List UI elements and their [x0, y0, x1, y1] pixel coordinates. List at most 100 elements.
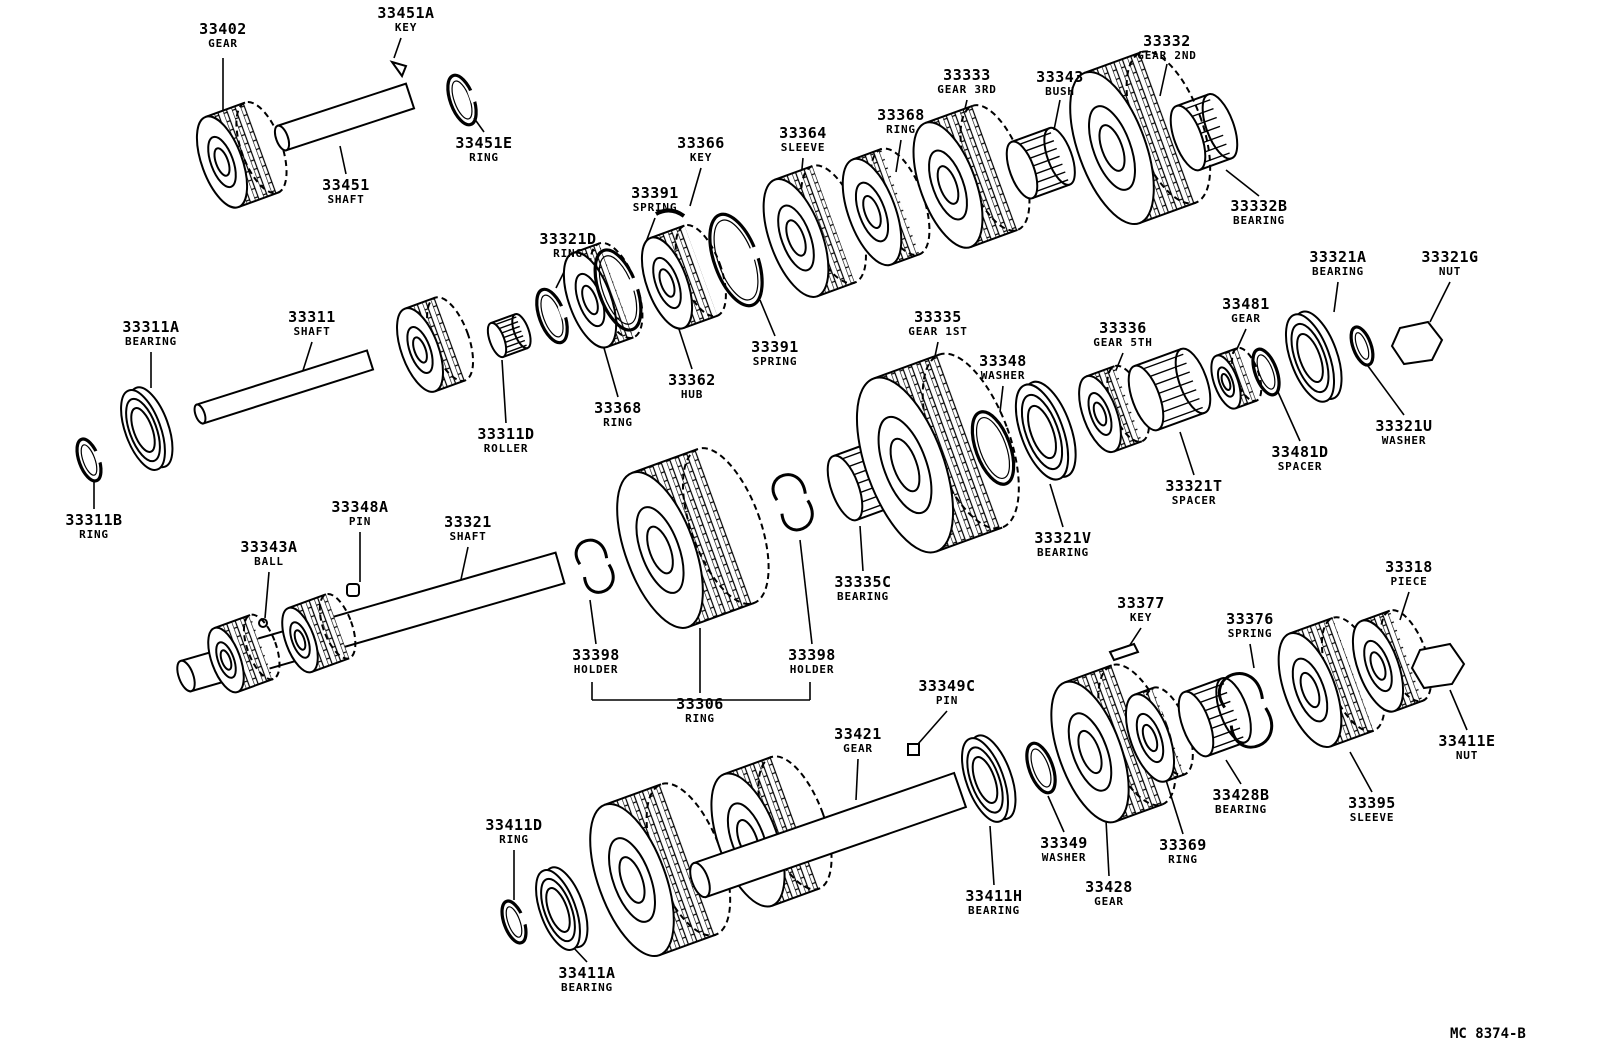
- holder-33398-a: [574, 538, 615, 594]
- part-name: KEY: [689, 151, 713, 164]
- spacer-33321T: [1127, 347, 1212, 432]
- shaft-33451: [273, 82, 416, 152]
- part-number: 33335: [914, 308, 962, 326]
- part-name: RING: [685, 712, 715, 725]
- piece-33318: [1351, 609, 1433, 713]
- part-name: HUB: [680, 388, 704, 401]
- part-name: SHAFT: [293, 325, 331, 338]
- part-number: 33391: [631, 184, 679, 202]
- part-number: 33368: [877, 106, 925, 124]
- bearing-33411H: [961, 734, 1017, 823]
- part-name: RING: [79, 528, 109, 541]
- part-name: GEAR: [1231, 312, 1261, 325]
- part-name: BEARING: [968, 904, 1020, 917]
- ring-33321D: [535, 287, 572, 345]
- main-shaft-spline: [207, 613, 281, 694]
- part-name: GEAR: [843, 742, 873, 755]
- bearing-33321A: [1284, 310, 1343, 403]
- part-number: 33377: [1117, 594, 1165, 612]
- part-name: KEY: [1129, 611, 1153, 624]
- gear-33335: [855, 352, 1020, 554]
- part-name: BUSH: [1045, 85, 1075, 98]
- bearing-33428B: [1177, 677, 1252, 758]
- part-name: SPRING: [1227, 627, 1273, 640]
- part-name: WASHER: [1381, 434, 1427, 447]
- part-name: RING: [886, 123, 916, 136]
- ball-33343A: [258, 618, 268, 628]
- key-33451A: [389, 60, 408, 79]
- part-name: ROLLER: [483, 442, 529, 455]
- washer-33321U: [1349, 325, 1375, 367]
- input-gear-33311: [396, 296, 475, 393]
- counter-gear-33421: [589, 782, 732, 958]
- sleeve-33395: [1277, 616, 1386, 749]
- part-number: 33349C: [918, 677, 976, 695]
- part-number: 33428B: [1212, 786, 1270, 804]
- gear-33332: [1069, 50, 1212, 226]
- part-number: 33395: [1348, 794, 1396, 812]
- part-name: RING: [603, 416, 633, 429]
- part-number: 33321U: [1375, 417, 1433, 435]
- part-name: BEARING: [1312, 265, 1364, 278]
- part-number: 33332: [1143, 32, 1191, 50]
- part-name: RING: [469, 151, 499, 164]
- part-number: 33335C: [834, 573, 892, 591]
- part-number: 33311B: [65, 511, 123, 529]
- part-number: 33318: [1385, 558, 1433, 576]
- synchro-ring-33368: [562, 241, 644, 349]
- spring-33376: [1217, 672, 1274, 749]
- spring-33391: [593, 248, 643, 332]
- part-number: 33332B: [1230, 197, 1288, 215]
- part-name: GEAR 2ND: [1137, 49, 1197, 62]
- part-number: 33348: [979, 352, 1027, 370]
- part-number: 33481: [1222, 295, 1270, 313]
- input-shaft-33311: [193, 349, 375, 425]
- part-number: 33369: [1159, 836, 1207, 854]
- part-number: 33481D: [1271, 443, 1329, 461]
- part-name: BALL: [254, 555, 284, 568]
- part-name: BEARING: [1215, 803, 1267, 816]
- part-number: 33321A: [1309, 248, 1367, 266]
- ring-33306: [616, 447, 770, 629]
- part-name: HOLDER: [789, 663, 835, 676]
- nut-33411E: [1410, 642, 1466, 690]
- part-number: 33333: [943, 66, 991, 84]
- part-name: PIECE: [1390, 575, 1428, 588]
- part-number: 33402: [199, 20, 247, 38]
- bearing-33311A: [120, 386, 174, 471]
- part-name: SPACER: [1277, 460, 1323, 473]
- part-number: 33398: [572, 646, 620, 664]
- part-name: NUT: [1455, 749, 1479, 762]
- part-number: 33362: [668, 371, 716, 389]
- part-name: GEAR 1ST: [908, 325, 968, 338]
- snap-ring-33451E: [446, 73, 481, 127]
- part-number: 33311A: [122, 318, 180, 336]
